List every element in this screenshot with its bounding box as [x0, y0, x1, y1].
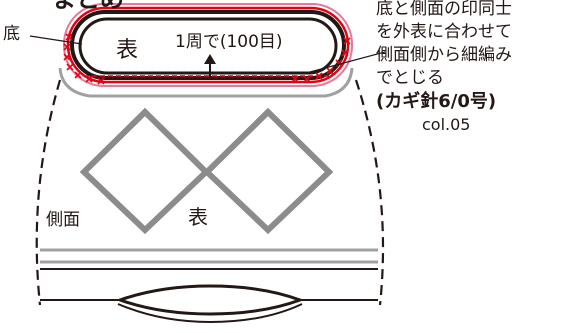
bag-side-left-edge — [35, 79, 62, 306]
bottom-label: 底 — [3, 24, 20, 44]
note-leader-line — [309, 51, 386, 73]
instruction-line-2: を外表に合わせて — [376, 22, 512, 42]
bag-side-top-rim — [58, 67, 354, 98]
stitch-marks-left — [63, 33, 105, 85]
color-code: col.05 — [422, 115, 471, 134]
handle-opening-inner — [117, 303, 303, 324]
bottom-leader-line — [29, 35, 83, 45]
instruction-line-3: 側面側から細編み — [376, 45, 512, 65]
instruction-line-1: 底と側面の印同士 — [376, 0, 512, 19]
side-label: 側面 — [46, 210, 80, 230]
stitch-marks-right — [291, 37, 351, 83]
bag-side-right-edge — [354, 79, 385, 306]
instruction-line-4: でとじる — [376, 68, 444, 88]
round-stitch-count: 1周で(100目) — [175, 32, 283, 52]
handle-opening — [115, 284, 305, 316]
joining-instruction: 底と側面の印同士 を外表に合わせて 側面側から細編み でとじる (カギ針6/0号… — [376, 0, 565, 136]
front-label-side: 表 — [188, 205, 208, 229]
front-label-top: 表 — [116, 38, 139, 63]
title-fragment: まとめ — [52, 0, 124, 11]
round-arrow-head — [204, 54, 216, 64]
diamond-motif — [79, 107, 334, 235]
bottom-oval-inner — [78, 17, 338, 75]
hook-size: (カギ針6/0号) — [376, 91, 497, 112]
bottom-oval-black-band — [70, 10, 346, 80]
